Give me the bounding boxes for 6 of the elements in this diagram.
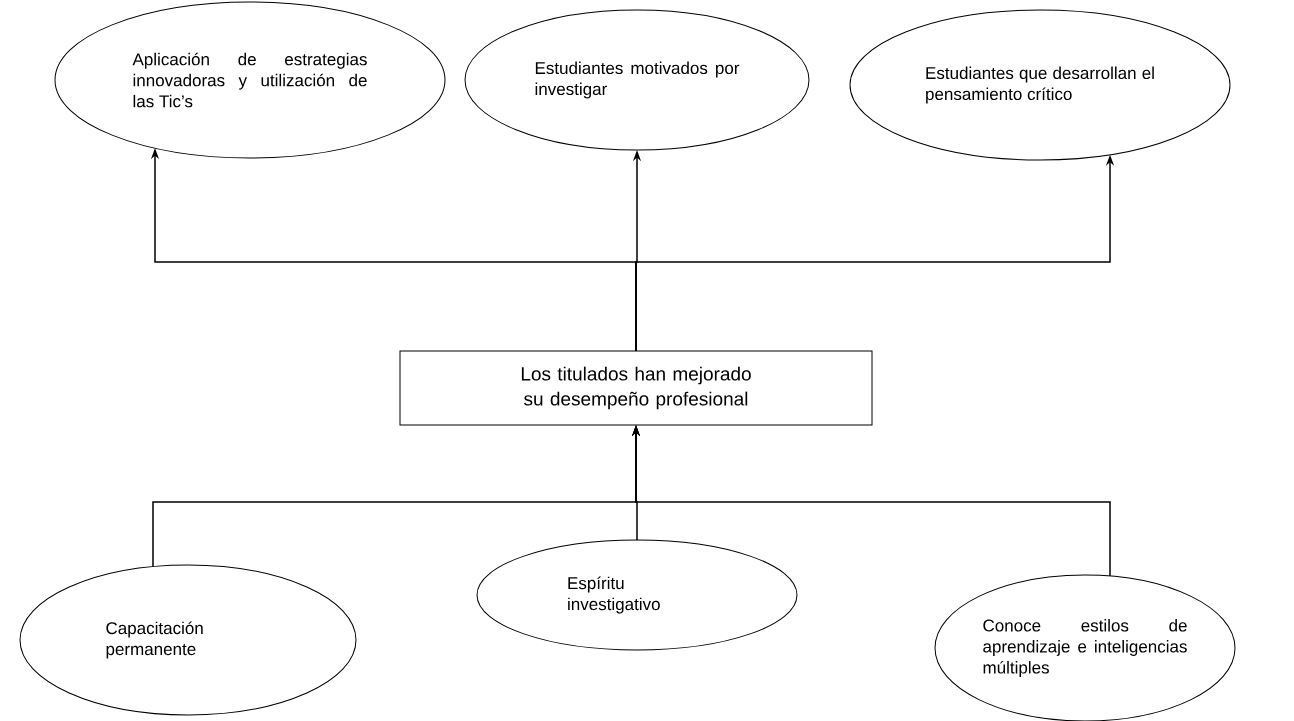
ellipse-node: Capacitación permanente <box>19 564 357 716</box>
ellipse-node: Espíritu investigativo <box>476 539 798 651</box>
ellipse-node: Estudiantes que desarrollan el pensamiento crítico <box>849 9 1231 161</box>
ellipse-node: Estudiantes motivados por investigar <box>464 9 810 151</box>
ellipse-node: Aplicación de estrategias innovadoras y utilización de las Tic’s <box>54 1 446 159</box>
process-box: Los titulados han mejorado su desempeño profesional <box>399 350 873 426</box>
